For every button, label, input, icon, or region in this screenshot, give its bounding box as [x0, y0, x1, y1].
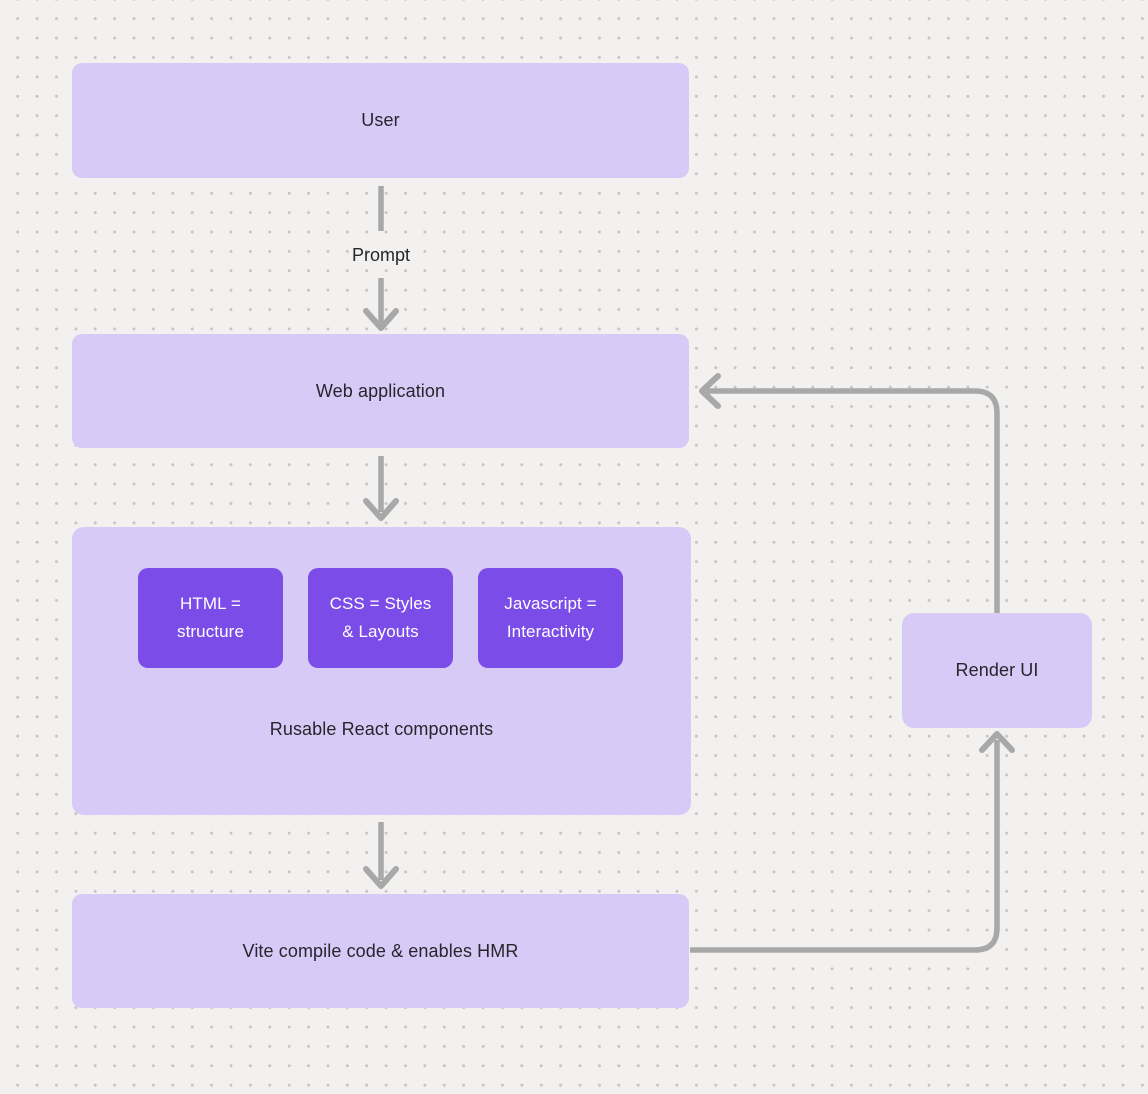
- chip-css-line2: & Layouts: [342, 622, 419, 641]
- arrowhead-left-webapp-icon: [699, 373, 721, 409]
- node-user-label: User: [361, 110, 400, 130]
- node-user: User: [72, 63, 689, 178]
- node-render-ui-label: Render UI: [955, 660, 1039, 680]
- node-vite: Vite compile code & enables HMR: [72, 894, 689, 1008]
- node-web-application-label: Web application: [315, 380, 446, 401]
- arrowhead-down-components-icon: [363, 498, 399, 521]
- arrowhead-down-vite-icon: [363, 866, 399, 889]
- node-web-application: Web application: [72, 334, 689, 448]
- chip-javascript: Javascript = Interactivity: [478, 568, 623, 668]
- chip-html-line2: structure: [176, 622, 245, 641]
- chip-html-line1: HTML =: [180, 594, 241, 613]
- edge-prompt-label: Prompt: [351, 245, 411, 265]
- arrowhead-up-renderui-icon: [979, 731, 1015, 753]
- chip-javascript-line2: Interactivity: [506, 622, 595, 641]
- chip-javascript-line1: Javascript =: [504, 594, 597, 613]
- chip-css-line1: CSS = Styles: [329, 594, 432, 613]
- edge-renderui-to-webapp-line: [707, 388, 1000, 613]
- chip-css: CSS = Styles & Layouts: [308, 568, 453, 668]
- components-container-caption: Rusable React components: [269, 719, 494, 739]
- node-vite-label: Vite compile code & enables HMR: [242, 940, 519, 961]
- arrowhead-down-webapp-icon: [363, 308, 399, 331]
- edge-vite-to-renderui-line: [690, 740, 1000, 953]
- node-components-container: HTML = structure CSS = Styles & Layouts …: [72, 527, 691, 815]
- chip-row: HTML = structure CSS = Styles & Layouts …: [138, 568, 623, 668]
- chip-html: HTML = structure: [138, 568, 283, 668]
- node-render-ui: Render UI: [902, 613, 1092, 728]
